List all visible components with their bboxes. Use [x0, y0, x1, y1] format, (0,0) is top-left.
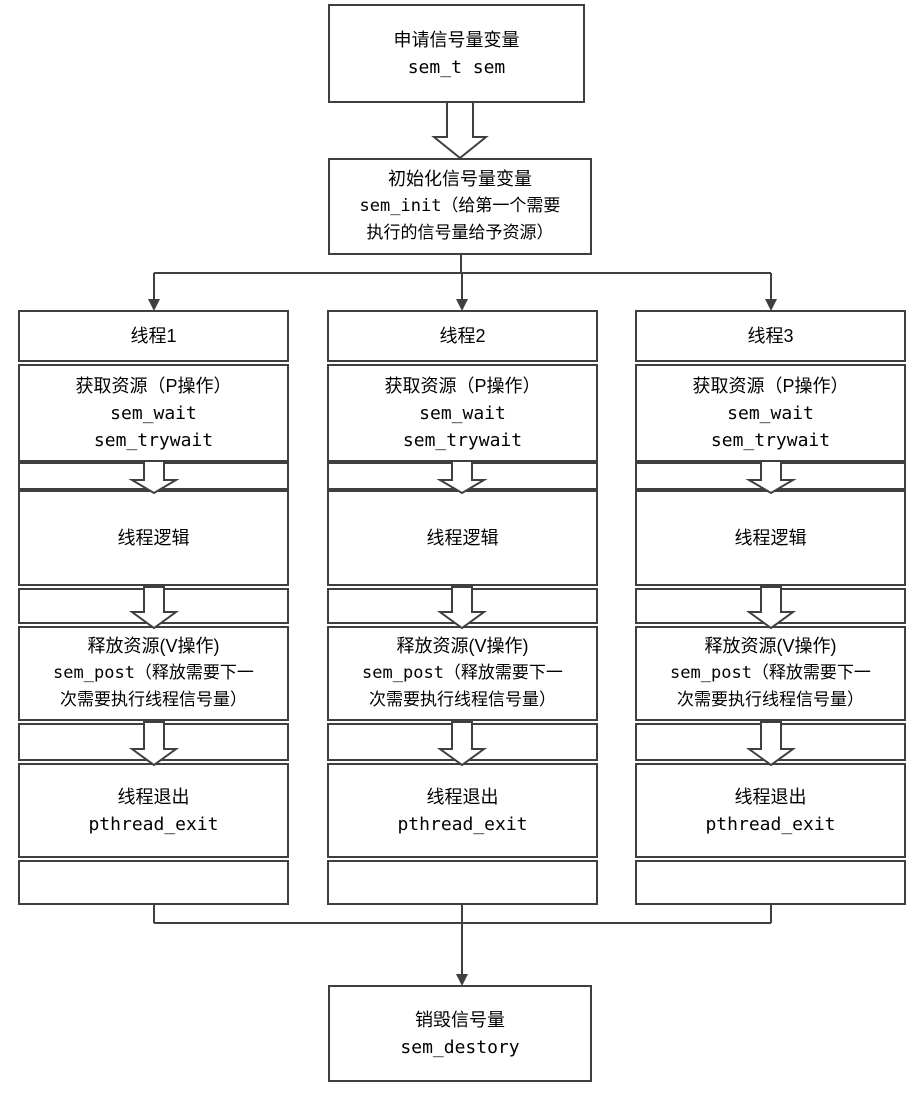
thread2-title: 线程2 — [439, 325, 486, 346]
arrow-spacer — [18, 588, 289, 624]
release-code-1: sem_post（释放需要下一 — [53, 663, 254, 683]
logic-title: 线程逻辑 — [426, 527, 499, 548]
release-title: 释放资源(V操作) — [396, 636, 529, 656]
node-init-title: 初始化信号量变量 — [388, 169, 532, 189]
thread1-title: 线程1 — [130, 325, 177, 346]
node-thread3-header: 线程3 — [635, 310, 906, 362]
node-thread1-logic: 线程逻辑 — [18, 490, 289, 586]
node-init-semaphore: 初始化信号量变量 sem_init（给第一个需要 执行的信号量给予资源） — [328, 158, 592, 255]
node-thread1-release: 释放资源(V操作) sem_post（释放需要下一 次需要执行线程信号量） — [18, 626, 289, 721]
node-destroy-code: sem_destory — [400, 1036, 520, 1058]
acquire-title: 获取资源（P操作） — [692, 375, 849, 396]
node-thread3-footer — [635, 860, 906, 905]
arrow-spacer — [635, 588, 906, 624]
release-code-2: 次需要执行线程信号量） — [369, 690, 556, 710]
node-thread1-footer — [18, 860, 289, 905]
exit-code: pthread_exit — [397, 813, 528, 835]
acquire-code-2: sem_trywait — [710, 429, 831, 451]
release-title: 释放资源(V操作) — [704, 636, 837, 656]
thread-column-3: 线程3 获取资源（P操作） sem_wait sem_trywait 线程逻辑 … — [635, 310, 906, 905]
exit-title: 线程退出 — [117, 786, 190, 807]
node-thread3-exit: 线程退出 pthread_exit — [635, 763, 906, 858]
node-declare-semaphore: 申请信号量变量 sem_t sem — [328, 4, 585, 103]
acquire-code-2: sem_trywait — [402, 429, 523, 451]
node-thread2-release: 释放资源(V操作) sem_post（释放需要下一 次需要执行线程信号量） — [327, 626, 598, 721]
logic-title: 线程逻辑 — [734, 527, 807, 548]
node-thread2-exit: 线程退出 pthread_exit — [327, 763, 598, 858]
release-code-2: 次需要执行线程信号量） — [677, 690, 864, 710]
arrow-spacer — [635, 462, 906, 490]
thread-column-2: 线程2 获取资源（P操作） sem_wait sem_trywait 线程逻辑 … — [327, 310, 598, 905]
node-init-code-line1: sem_init（给第一个需要 — [359, 196, 561, 216]
logic-title: 线程逻辑 — [117, 527, 190, 548]
acquire-code-1: sem_wait — [110, 402, 197, 424]
node-thread1-exit: 线程退出 pthread_exit — [18, 763, 289, 858]
exit-title: 线程退出 — [734, 786, 807, 807]
node-thread2-acquire: 获取资源（P操作） sem_wait sem_trywait — [327, 364, 598, 462]
release-code-1: sem_post（释放需要下一 — [362, 663, 563, 683]
node-thread1-header: 线程1 — [18, 310, 289, 362]
node-declare-title: 申请信号量变量 — [393, 29, 520, 50]
release-title: 释放资源(V操作) — [87, 636, 220, 656]
arrow-spacer — [18, 723, 289, 761]
node-thread1-acquire: 获取资源（P操作） sem_wait sem_trywait — [18, 364, 289, 462]
node-declare-code: sem_t sem — [407, 56, 506, 78]
exit-code: pthread_exit — [88, 813, 219, 835]
node-thread3-logic: 线程逻辑 — [635, 490, 906, 586]
arrow-spacer — [327, 588, 598, 624]
acquire-title: 获取资源（P操作） — [384, 375, 541, 396]
release-code-1: sem_post（释放需要下一 — [670, 663, 871, 683]
arrow-spacer — [18, 462, 289, 490]
node-destroy-title: 销毁信号量 — [415, 1009, 505, 1030]
acquire-code-1: sem_wait — [419, 402, 506, 424]
node-thread3-release: 释放资源(V操作) sem_post（释放需要下一 次需要执行线程信号量） — [635, 626, 906, 721]
node-thread3-acquire: 获取资源（P操作） sem_wait sem_trywait — [635, 364, 906, 462]
node-destroy-semaphore: 销毁信号量 sem_destory — [328, 985, 592, 1082]
arrow-spacer — [327, 723, 598, 761]
arrow-spacer — [327, 462, 598, 490]
acquire-code-1: sem_wait — [727, 402, 814, 424]
arrow-spacer — [635, 723, 906, 761]
node-thread2-footer — [327, 860, 598, 905]
node-thread2-header: 线程2 — [327, 310, 598, 362]
exit-title: 线程退出 — [426, 786, 499, 807]
exit-code: pthread_exit — [705, 813, 836, 835]
node-init-code-line2: 执行的信号量给予资源） — [366, 223, 554, 243]
acquire-code-2: sem_trywait — [93, 429, 214, 451]
down-arrow-declare-to-init — [431, 101, 489, 160]
release-code-2: 次需要执行线程信号量） — [60, 690, 247, 710]
thread-column-1: 线程1 获取资源（P操作） sem_wait sem_trywait 线程逻辑 … — [18, 310, 289, 905]
thread3-title: 线程3 — [747, 325, 794, 346]
acquire-title: 获取资源（P操作） — [75, 375, 232, 396]
node-thread2-logic: 线程逻辑 — [327, 490, 598, 586]
